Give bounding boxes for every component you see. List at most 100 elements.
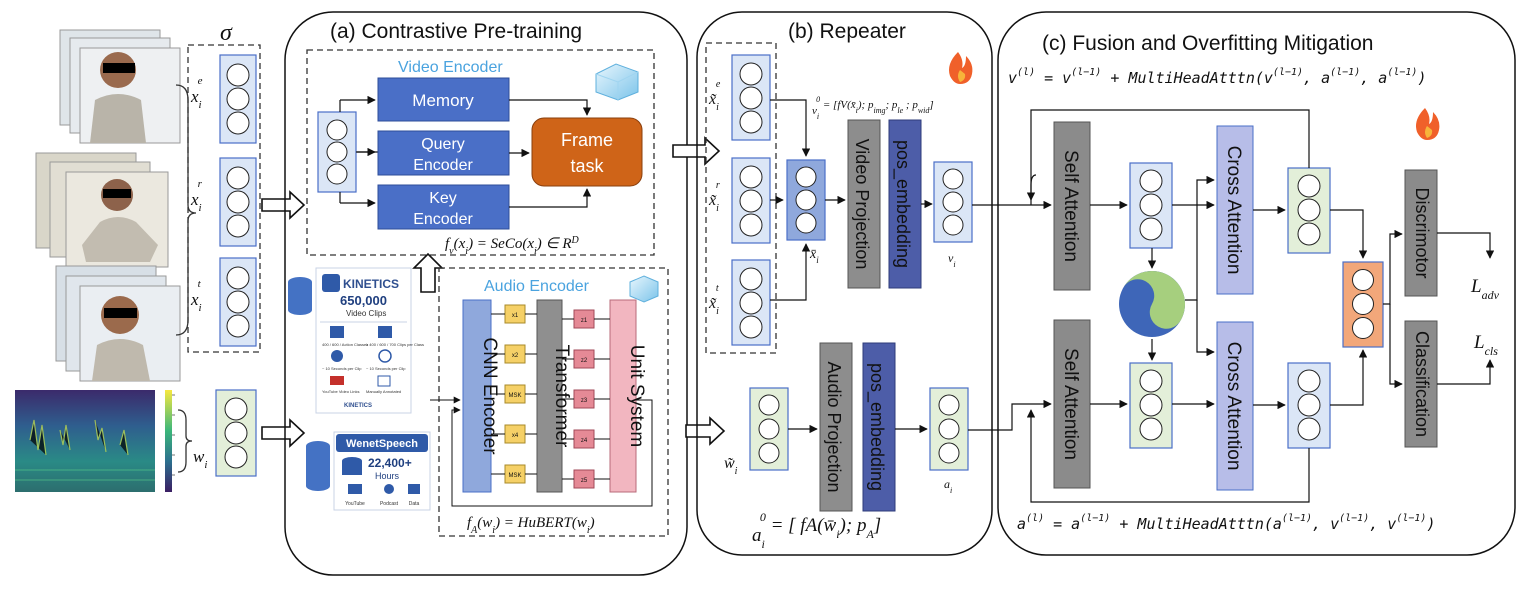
a-update-formula: a(l) = a(l−1) + MultiHeadAtttn(a(l−1), v…	[1017, 513, 1435, 533]
svg-text:400 / 600 / Action Classes: 400 / 600 / Action Classes	[322, 342, 368, 347]
frame-stack-r	[35, 152, 169, 268]
ice-cube-icon	[595, 63, 639, 101]
svg-text:Unit System: Unit System	[626, 345, 647, 447]
pretrain-panel	[284, 11, 688, 576]
vector-w	[215, 389, 257, 477]
rep-vector-xr	[731, 157, 771, 244]
yin-yang-icon	[1119, 271, 1185, 337]
self-attn-bottom-vector	[1129, 362, 1173, 449]
pretrain-title: (a) Contrastive Pre-training	[330, 20, 582, 43]
svg-text:22,400+: 22,400+	[368, 456, 412, 470]
svg-text:Cross Attention: Cross Attention	[1223, 342, 1244, 471]
rep-label-xr: x̃ir	[708, 180, 720, 214]
audio-encoder-box	[438, 267, 669, 537]
svg-text:YouTube: YouTube	[345, 501, 365, 507]
frame-task-block: Frame task	[531, 117, 643, 187]
w-vector	[749, 387, 789, 471]
a0-formula: ai0 = [ fA(w̄i); pA]	[752, 510, 881, 551]
cross-attn-bottom-vector	[1287, 362, 1331, 449]
key-encoder-line1: Key	[429, 190, 457, 207]
v0-formula: vi0 = [fV(x̄i); pimg; ple ; pwid]	[812, 95, 934, 121]
a-vector	[929, 387, 969, 471]
svg-text:MSK: MSK	[508, 473, 521, 479]
v-vector	[933, 161, 973, 243]
vector-xr	[219, 157, 257, 247]
svg-text:x1: x1	[512, 313, 519, 319]
svg-text:CNN Encoder: CNN Encoder	[479, 337, 500, 455]
rep-vector-xt	[731, 259, 771, 346]
video-encoder-formula: fv(xi) = SeCo(xi) ∈ RD	[445, 235, 580, 257]
label-w: wi	[193, 447, 207, 471]
svg-text:Classification: Classification	[1412, 331, 1432, 437]
input-tokens: x1 x2 MSK x4 MSK	[504, 304, 526, 484]
cross-attention-top: Cross Attention	[1216, 125, 1254, 295]
loss-adv-label: Ladv	[1470, 276, 1500, 302]
svg-text:z5: z5	[581, 478, 588, 484]
svg-text:Audio Projection: Audio Projection	[824, 361, 844, 492]
video-projection-block: Video Projection	[847, 119, 881, 289]
svg-text:Self Attention: Self Attention	[1060, 348, 1081, 460]
self-attention-top: Self Attention	[1053, 121, 1091, 291]
svg-text:Video Clips: Video Clips	[346, 309, 386, 318]
hollow-arrows-input	[261, 190, 306, 448]
svg-text:≥ 400 / 600 / 700 Clips per Cl: ≥ 400 / 600 / 700 Clips per Class	[366, 342, 424, 347]
svg-text:Transformer: Transformer	[551, 345, 572, 448]
svg-text:MSK: MSK	[508, 393, 521, 399]
svg-text:z2: z2	[581, 358, 588, 364]
frame-stack-e	[59, 29, 181, 144]
rep-vector-xe	[731, 54, 771, 141]
video-frames	[35, 29, 197, 382]
svg-text:~ 10 Seconds per Clip: ~ 10 Seconds per Clip	[366, 366, 406, 371]
svg-text:x4: x4	[512, 433, 519, 439]
spectrogram	[15, 390, 193, 492]
discriminator-block: Discrimotor	[1404, 169, 1438, 297]
video-encoder-title: Video Encoder	[398, 59, 503, 76]
repeater-panel	[696, 11, 993, 556]
output-tokens: z1 z2 z3 z4 z5	[573, 309, 595, 489]
svg-text:Podcast: Podcast	[380, 501, 399, 507]
svg-text:Manually Annotated: Manually Annotated	[366, 389, 401, 394]
frame-task-line2: task	[570, 156, 604, 176]
vector-xt	[219, 257, 257, 347]
self-attention-bottom: Self Attention	[1053, 319, 1091, 489]
svg-text:650,000: 650,000	[340, 293, 387, 308]
transformer-block: Transformer	[536, 299, 572, 493]
frames-brace	[175, 84, 197, 336]
hollow-arrows-repeater	[672, 136, 726, 446]
svg-text:pos_embedding: pos_embedding	[866, 363, 887, 491]
svg-text:KINETICS: KINETICS	[344, 403, 372, 409]
ice-cube-icon	[629, 275, 659, 303]
svg-text:Hours: Hours	[375, 471, 400, 481]
audio-encoder-title: Audio Encoder	[484, 278, 590, 295]
fusion-concat-vector	[1342, 261, 1384, 348]
svg-text:Data: Data	[409, 501, 420, 507]
concat-label: x̄i	[809, 247, 819, 265]
fusion-panel	[997, 11, 1516, 556]
svg-text:WenetSpeech: WenetSpeech	[346, 438, 418, 450]
concat-vector	[786, 159, 826, 241]
repeater-title: (b) Repeater	[788, 20, 906, 43]
hollow-up-arrow	[412, 252, 444, 293]
v-label: vi	[948, 251, 956, 269]
key-encoder-block: Key Encoder	[377, 184, 510, 230]
video-input-vector	[317, 111, 357, 193]
rep-label-xt: x̃it	[708, 283, 719, 317]
svg-text:Self Attention: Self Attention	[1060, 150, 1081, 262]
label-xt: xit	[190, 278, 202, 314]
svg-text:KINETICS: KINETICS	[343, 277, 399, 291]
svg-text:~ 10 Seconds per Clip: ~ 10 Seconds per Clip	[322, 366, 362, 371]
video-encoder-box	[306, 49, 655, 256]
svg-text:Discrimotor: Discrimotor	[1412, 187, 1432, 278]
svg-text:x2: x2	[512, 353, 519, 359]
query-encoder-line2: Encoder	[413, 157, 473, 174]
wenet-db-icon	[306, 441, 330, 491]
svg-text:z3: z3	[581, 398, 588, 404]
sigma-label: σ	[220, 20, 233, 46]
unit-system-block: Unit System	[609, 299, 647, 493]
a-label: ai	[944, 477, 952, 495]
sigma-box	[187, 44, 261, 353]
kinetics-card: KINETICS 650,000 Video Clips 400 / 600 /…	[315, 267, 424, 414]
label-xr: xir	[190, 178, 203, 214]
key-encoder-line2: Encoder	[413, 211, 473, 228]
